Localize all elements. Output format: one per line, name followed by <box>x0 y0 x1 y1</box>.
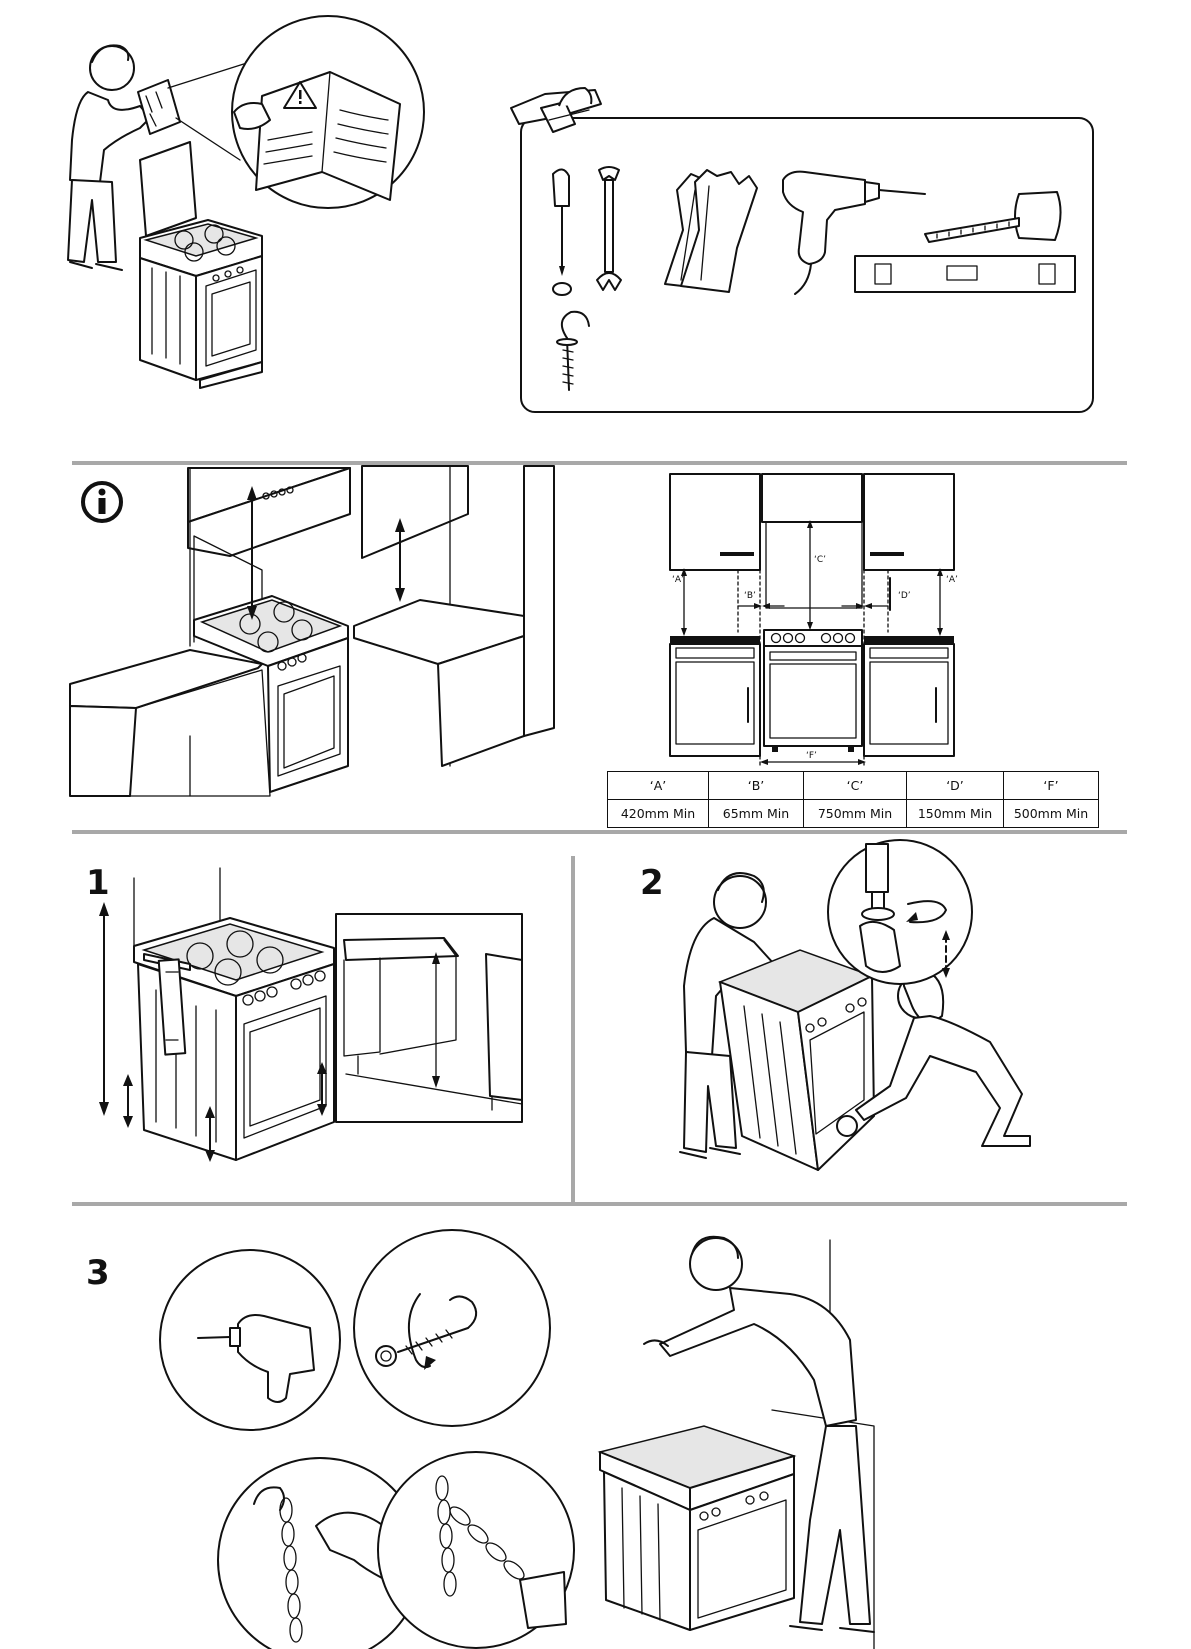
value-b: 65mm Min <box>709 800 804 828</box>
kitchen-perspective-illustration <box>70 466 530 826</box>
section-divider <box>72 1202 1127 1206</box>
cooker-illustration <box>600 1426 794 1630</box>
required-tools-panel <box>505 80 1105 420</box>
clearance-table: ‘A’ ‘B’ ‘C’ ‘D’ ‘F’ 420mm Min 65mm Min 7… <box>607 771 1099 828</box>
cooker-illustration <box>194 596 348 792</box>
hook-callout <box>354 1230 550 1426</box>
header-c: ‘C’ <box>804 772 907 800</box>
woman-figure <box>856 970 1030 1146</box>
value-d: 150mm Min <box>907 800 1004 828</box>
reading-manual-illustration <box>0 0 520 440</box>
label-c: ‘C’ <box>814 555 826 565</box>
step-separator <box>571 856 575 1202</box>
step-number-3: 3 <box>86 1256 110 1290</box>
step2-adjust-feet-illustration <box>650 846 1100 1216</box>
section-divider <box>72 830 1127 834</box>
header-a: ‘A’ <box>608 772 709 800</box>
label-f: ‘F’ <box>806 751 817 761</box>
label-a-right: ‘A’ <box>946 575 958 585</box>
label-d: ‘D’ <box>898 591 911 601</box>
label-b: ‘B’ <box>744 591 756 601</box>
section-divider <box>72 461 1127 465</box>
value-f: 500mm Min <box>1004 800 1099 828</box>
man-reading-figure <box>68 45 150 270</box>
label-a-left: ‘A’ <box>672 575 684 585</box>
header-d: ‘D’ <box>907 772 1004 800</box>
value-a: 420mm Min <box>608 800 709 828</box>
table-row: 420mm Min 65mm Min 750mm Min 150mm Min 5… <box>608 800 1099 828</box>
cooker-illustration <box>140 142 262 388</box>
kitchen-front-diagram: ‘A’ ‘A’ ‘B’ ‘C’ ‘D’ ‘F’ <box>660 466 1160 766</box>
header-b: ‘B’ <box>709 772 804 800</box>
manual-booklet <box>138 80 180 134</box>
cooker-illustration <box>720 950 874 1170</box>
header-f: ‘F’ <box>1004 772 1099 800</box>
table-header-row: ‘A’ ‘B’ ‘C’ ‘D’ ‘F’ <box>608 772 1099 800</box>
value-c: 750mm Min <box>804 800 907 828</box>
step3-anti-tip-illustration <box>150 1220 910 1649</box>
spirit-level-icon <box>855 256 1075 292</box>
step1-levelling-illustration <box>90 860 560 1200</box>
